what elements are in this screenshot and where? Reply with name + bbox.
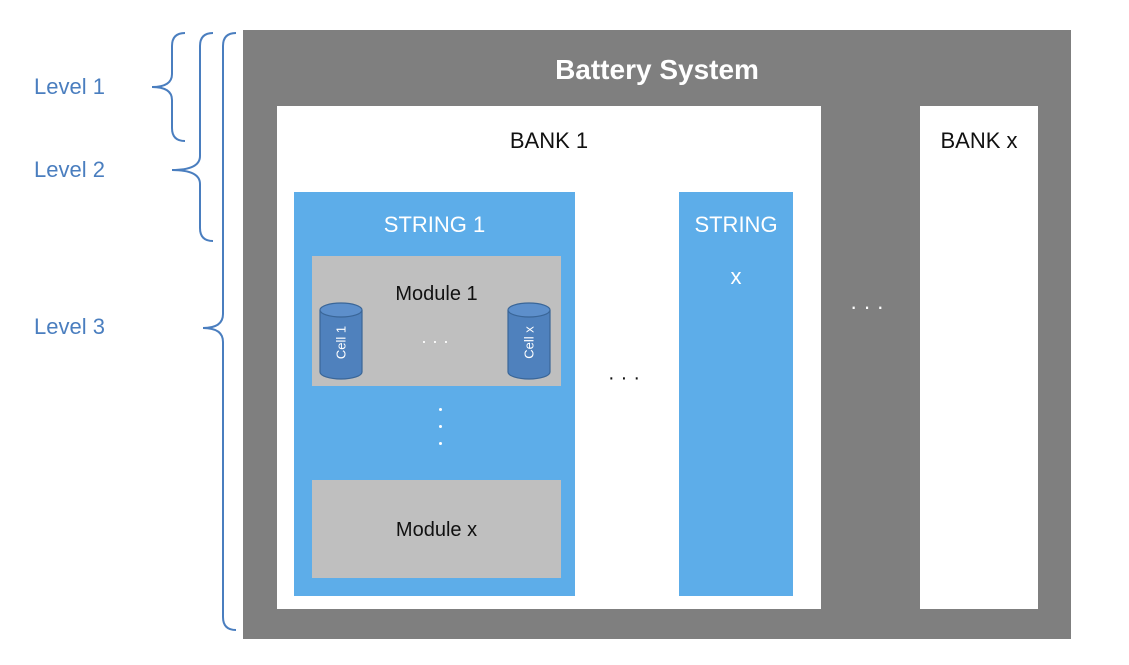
cells-ellipsis: ··· — [421, 331, 454, 351]
brace-level-2 — [171, 32, 214, 242]
module-x-label: Module x — [395, 519, 478, 541]
brace-level-3 — [202, 32, 237, 631]
string-x-label: STRING — [694, 212, 778, 237]
battery-system-title: Battery System — [555, 54, 759, 85]
level-1-label: Level 1 — [34, 74, 105, 99]
cell-x-label: Cell x — [521, 326, 537, 359]
cell-1-label: Cell 1 — [333, 325, 349, 360]
cell-1-icon: Cell 1 — [319, 302, 363, 380]
string-x-box — [679, 192, 793, 596]
bank-1-label: BANK 1 — [509, 128, 589, 153]
banks-ellipsis: ··· — [850, 294, 890, 319]
string-1-label: STRING 1 — [383, 212, 486, 237]
module-x-box — [312, 480, 561, 578]
bank-x-box — [920, 106, 1038, 609]
level-3-label: Level 3 — [34, 314, 105, 339]
string-x-sublabel: x — [730, 264, 742, 289]
strings-ellipsis: ··· — [608, 367, 646, 389]
modules-vertical-ellipsis — [439, 408, 443, 448]
bank-x-label: BANK x — [940, 128, 1018, 153]
level-2-label: Level 2 — [34, 157, 105, 182]
brace-level-1 — [151, 32, 186, 142]
module-1-label: Module 1 — [395, 283, 478, 305]
cell-x-icon: Cell x — [507, 302, 551, 380]
